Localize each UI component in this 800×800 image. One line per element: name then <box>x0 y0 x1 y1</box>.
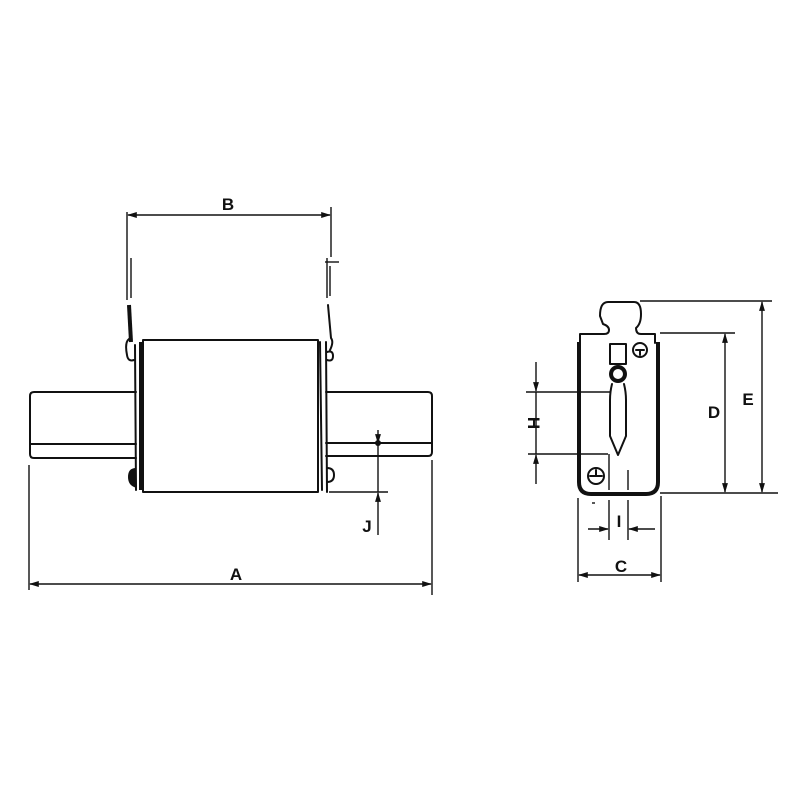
label-A: A <box>230 565 242 584</box>
label-C: C <box>615 557 627 576</box>
end-view: H D E C I <box>524 300 778 582</box>
dimension-H: H <box>524 362 610 484</box>
side-view: B A J <box>28 195 433 595</box>
dimension-B: B <box>126 195 339 300</box>
dimension-A: A <box>28 460 433 595</box>
fuse-body <box>125 304 335 493</box>
dimension-J: J <box>329 430 388 536</box>
left-blade <box>29 391 137 459</box>
label-B: B <box>222 195 234 214</box>
dimension-E: E <box>640 300 772 493</box>
label-H: H <box>524 417 543 429</box>
label-J: J <box>362 517 371 536</box>
dimension-C: C <box>577 496 662 582</box>
label-E: E <box>742 390 753 409</box>
dimension-I: I <box>588 500 655 540</box>
label-I: I <box>617 512 622 531</box>
right-blade <box>325 391 433 457</box>
end-plate <box>577 301 660 496</box>
dimension-D: D <box>660 332 778 494</box>
label-D: D <box>708 403 720 422</box>
